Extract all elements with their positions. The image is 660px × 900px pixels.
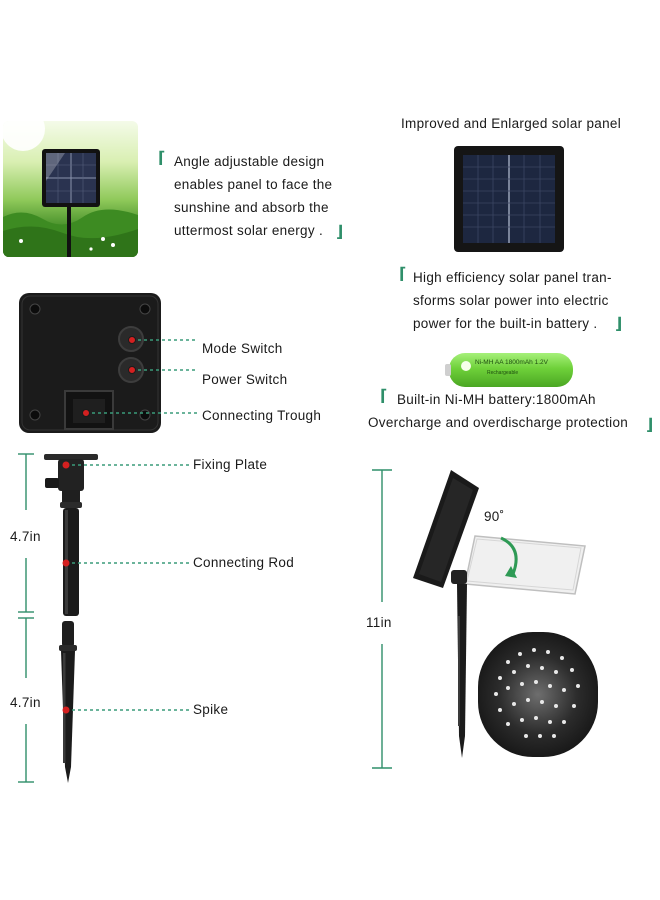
connecting-rod-label: Connecting Rod [193, 555, 295, 570]
battery-note-line-1: Built-in Ni-MH battery:1800mAh [397, 392, 596, 407]
stake-leaders [62, 461, 190, 714]
sunlight-grass-illustration [3, 121, 138, 257]
rotation-angle-label: 90˚ [484, 509, 505, 524]
close-bracket-icon: ⌋ [646, 417, 654, 434]
panel-title: Improved and Enlarged solar panel [401, 116, 622, 131]
angle-note-line-3: sunshine and absorb the [174, 200, 329, 215]
open-bracket-icon: ⌈ [399, 266, 407, 283]
stake-dimension-lines [18, 453, 34, 783]
close-bracket-icon: ⌋ [615, 316, 623, 333]
angle-note-line-4: uttermost solar energy . [174, 223, 324, 238]
efficiency-note-line-2: sforms solar power into electric [413, 293, 609, 308]
height-dimension-line [372, 469, 392, 769]
power-switch-label: Power Switch [202, 372, 288, 387]
battery-note-line-2: Overcharge and overdischarge protection [368, 415, 629, 430]
control-box-leaders [82, 336, 198, 417]
solar-panel-icon [454, 146, 564, 252]
assembled-solar-light [413, 470, 586, 758]
battery-icon: Ni-MH AA 1800mAh 1.2V Rechargeable [445, 353, 573, 387]
lower-dimension-label: 4.7in [10, 695, 41, 710]
control-box [19, 293, 161, 433]
outdoor-panel-photo [3, 121, 138, 257]
battery-label: Ni-MH AA 1800mAh 1.2V [475, 359, 548, 366]
mode-switch-label: Mode Switch [202, 341, 283, 356]
efficiency-note-line-3: power for the built-in battery . [413, 316, 598, 331]
connecting-trough-label: Connecting Trough [202, 408, 322, 423]
open-bracket-icon: ⌈ [380, 388, 388, 405]
efficiency-note-line-1: High efficiency solar panel tran- [413, 270, 612, 285]
angle-note-line-1: Angle adjustable design [174, 154, 325, 169]
battery-sub-label: Rechargeable [487, 370, 519, 376]
open-bracket-icon: ⌈ [158, 150, 166, 167]
close-bracket-icon: ⌋ [336, 224, 344, 241]
height-label: 11in [366, 615, 392, 630]
led-string-lights [478, 632, 598, 757]
led-bulbs-texture [494, 648, 580, 738]
spike-label: Spike [193, 702, 229, 717]
angle-note-line-2: enables panel to face the [174, 177, 333, 192]
upper-dimension-label: 4.7in [10, 529, 41, 544]
fixing-plate-label: Fixing Plate [193, 457, 268, 472]
